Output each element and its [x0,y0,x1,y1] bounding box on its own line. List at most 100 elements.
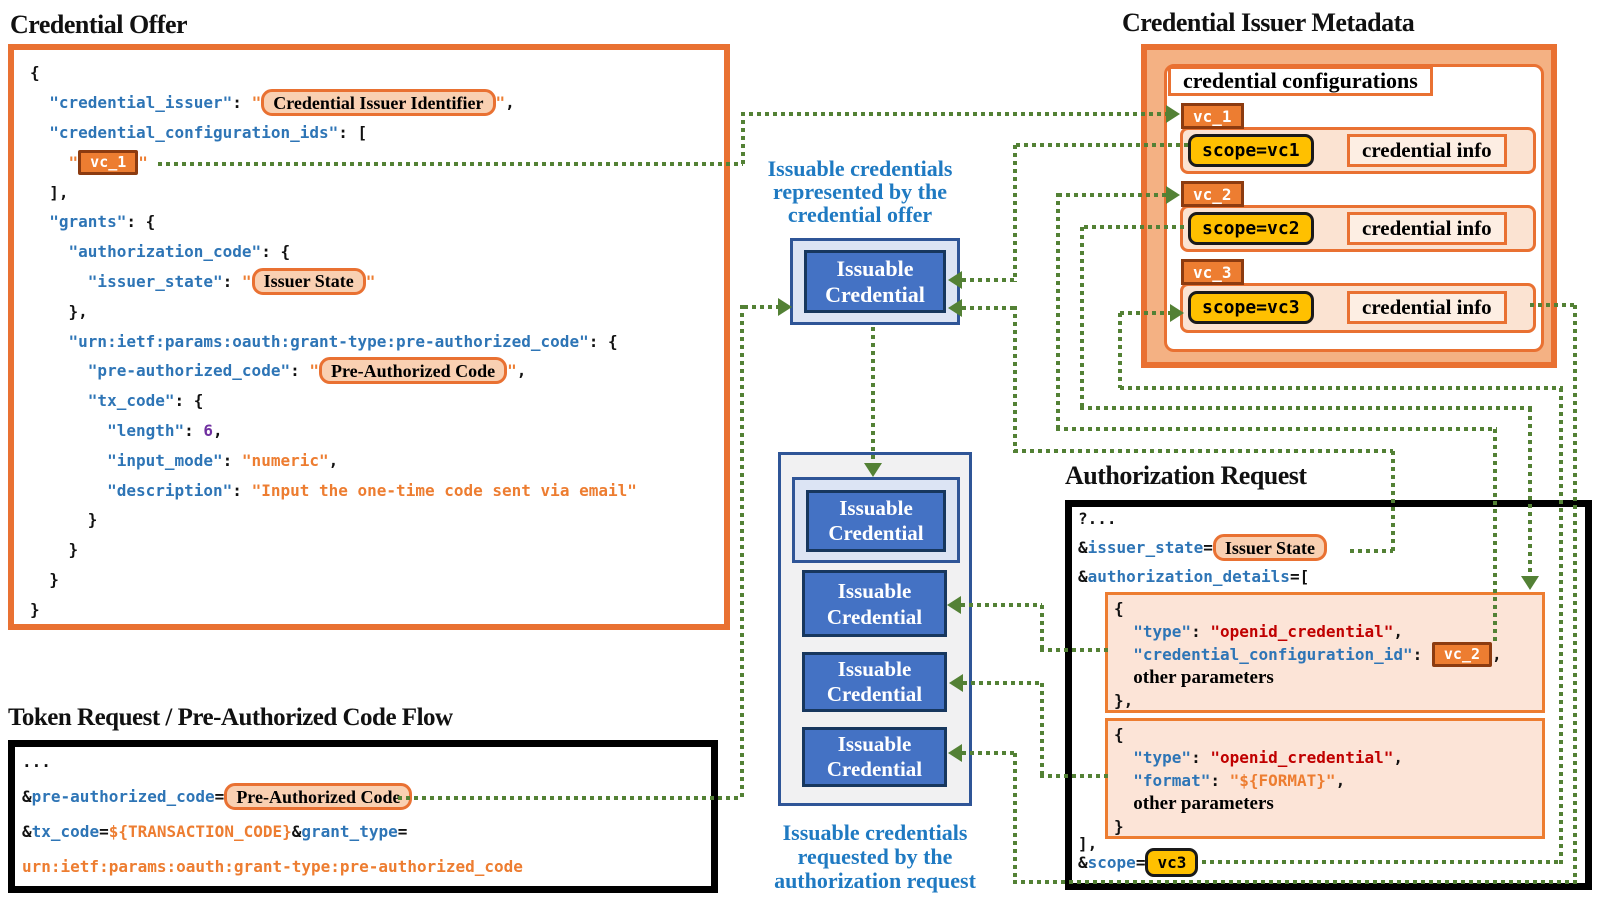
code-segment: { [1114,725,1124,744]
dotted-line-segment [871,327,875,463]
code-segment: = [1203,538,1213,557]
code-segment: } [30,569,59,589]
code-line: "type": "openid_credential", [1114,620,1502,643]
code-segment: "input_mode" [107,450,223,470]
code-line: { [1114,723,1403,746]
code-segment: : { [174,391,204,411]
code-line: ... [22,744,523,779]
code-chip-vc-2: vc_2 [1431,642,1493,667]
code-segment: "credential_issuer" [49,93,233,113]
code-segment: other parameters [1133,792,1274,814]
authorization-request-title: Authorization Request [1065,461,1307,490]
issuable-credential-label: Issuable [837,657,912,681]
code-line: ], [30,177,637,207]
code-line: "credential_configuration_id": vc_2, [1114,642,1502,667]
code-segment: "format" [1133,771,1211,790]
issuable-credential-label: Credential [826,682,923,706]
code-segment [30,481,107,500]
code-line: } [30,505,637,535]
dotted-line-segment [1120,386,1563,390]
credential-configurations-label: credential configurations [1168,66,1433,96]
code-segment: " [507,361,517,381]
code-segment: , [328,450,339,470]
code-segment: "numeric" [241,450,329,470]
code-segment: : [ [338,122,368,142]
token-request-code: ...&pre-authorized_code=Pre-Authorized C… [22,744,523,884]
caption-line: Issuable credentials [782,820,968,845]
code-segment [30,93,49,112]
code-line: } [30,594,637,624]
code-segment: , [1393,748,1403,767]
caption-line: requested by the [797,844,953,869]
metadata-scope-vc3-chip: scope=vc3 [1188,291,1314,324]
code-line: "issuer_state": "Issuer State" [30,267,637,297]
code-line: "format": "${FORMAT}", [1114,769,1403,792]
code-segment: ], [30,182,69,202]
dotted-line-segment [1013,753,1017,884]
token-request-box [8,740,718,893]
code-segment: "Input the one-time code sent via email" [251,480,637,500]
code-segment: : [222,271,242,291]
dotted-line-segment [1528,408,1532,576]
code-segment: "openid_credential" [1210,748,1394,767]
code-segment: "length" [107,420,185,440]
code-segment: =[ [1289,567,1310,586]
code-segment: "authorization_code" [68,242,262,262]
dotted-line-segment [158,162,743,166]
code-line: "input_mode": "numeric", [30,445,637,475]
code-segment: ${TRANSACTION_CODE} [108,822,292,841]
dotted-line-segment [962,306,1015,310]
code-segment: "description" [107,480,233,500]
code-segment: "grants" [49,212,127,232]
code-line: &tx_code=${TRANSACTION_CODE}&grant_type= [22,814,523,849]
code-segment: , [1492,645,1502,664]
code-line: } [1114,815,1403,838]
code-segment: & [1078,567,1088,586]
code-line: &issuer_state=Issuer State [1078,533,1328,562]
code-segment: : [1191,748,1211,767]
code-segment: , [213,420,223,440]
code-segment: & [291,822,302,841]
code-line: }, [1114,689,1502,712]
code-segment: }, [1114,691,1134,710]
code-segment: " [309,361,319,381]
code-segment: : [290,361,310,381]
code-segment [30,123,49,142]
code-segment: ], [1078,833,1098,853]
issuable-credential-4: Issuable Credential [802,727,947,787]
arrowhead-icon [948,299,962,317]
authorization-details-object-2-code: { "type": "openid_credential", "format":… [1114,723,1403,838]
code-segment: " [241,271,252,291]
code-segment: "type" [1133,748,1192,767]
code-segment: : [222,450,242,470]
code-chip-vc3: vc3 [1145,848,1199,877]
code-line: "vc_1" [30,147,637,177]
code-line: &pre-authorized_code=Pre-Authorized Code [22,779,523,814]
dotted-line-segment [1391,451,1395,553]
code-line: "urn:ietf:params:oauth:grant-type:pre-au… [30,326,637,356]
code-line: ], [1078,831,1097,855]
issuable-credential-label: Credential [825,281,925,307]
authorization-request-code-head: ?...&issuer_state=Issuer State&authoriza… [1078,504,1328,591]
arrowhead-icon [864,463,882,477]
caption-represented-by-offer: Issuable credentials represented by the … [740,157,980,226]
code-segment: "openid_credential" [1210,622,1394,641]
code-segment [30,361,88,380]
code-segment: : [1191,622,1211,641]
dotted-line-segment [1058,193,1168,197]
dotted-line-segment [1013,880,1577,884]
code-segment [30,421,107,440]
code-segment [30,391,88,410]
code-segment: }, [30,301,88,321]
metadata-vc1-tag: vc_1 [1181,103,1244,129]
dotted-line-segment [740,305,744,800]
arrowhead-icon [1521,576,1539,590]
arrowhead-icon [947,596,961,614]
code-segment: " [365,271,376,291]
code-chip-pre-authorized-code: Pre-Authorized Code [319,357,508,385]
code-segment [1114,645,1133,664]
code-segment: "credential_configuration_ids" [49,122,339,142]
metadata-credential-info-vc2: credential info [1347,212,1507,245]
caption-line: credential offer [787,202,933,227]
